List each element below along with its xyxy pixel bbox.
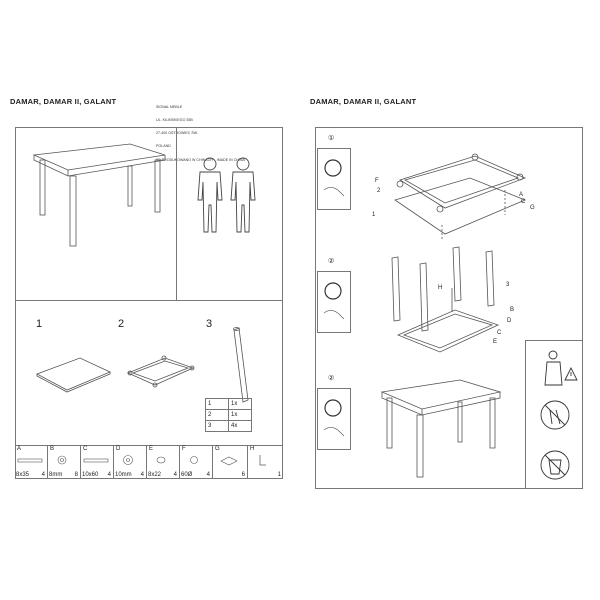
part-label: 3 [206,318,213,330]
callout-label: 2 [377,188,381,194]
bracket-icon [220,456,238,466]
tool-tile [317,388,351,450]
divider [15,300,283,301]
right-page-title: DAMAR, DAMAR II, GALANT [310,97,417,106]
step-number: ② [328,375,335,382]
callout-label: F [375,178,379,184]
washer-icon [123,455,133,465]
hardware-item: C 10x60 4 [81,445,114,479]
callout-label: D [507,318,512,324]
recycle-bin-icon [540,450,570,480]
foot-pad-icon [190,456,198,464]
callout-label: C [497,330,502,336]
callout-label: H [438,285,443,291]
divider [176,127,177,300]
callout-label: E [493,339,498,345]
hardware-item: D 10mm 4 [114,445,147,479]
callout-label: 1 [372,212,376,218]
callout-label: B [510,307,515,313]
hardware-item: G 6 [213,445,248,479]
hardware-item: A 8x35 4 [15,445,48,479]
part-label: 1 [36,318,43,330]
callout-label: C [521,199,526,205]
callout-label: 3 [506,282,510,288]
divider [15,445,283,446]
screw-icon [17,458,43,463]
climb-warning-icon [544,350,578,386]
hardware-item: H 1 [250,446,281,478]
left-page-frame [15,127,283,479]
tool-tile [317,148,351,210]
allen-key-icon [259,455,266,466]
step-number: ① [328,135,335,142]
step-number: ② [328,258,335,265]
no-stand-on-table-icon [540,400,570,430]
right-page-frame [315,127,583,489]
hardware-list: A 8x35 4 B 8mm 8 C 10x60 4 D 10mm 4 E 8x… [15,445,283,479]
left-page-title: DAMAR, DAMAR II, GALANT [10,97,117,106]
washer-icon [57,455,67,465]
cap-icon [156,456,166,464]
bolt-icon [83,458,109,463]
callout-label: G [530,205,535,211]
part-label: 2 [118,318,125,330]
divider [525,340,526,489]
hardware-item: E 8x22 4 [147,445,180,479]
divider [525,340,583,341]
hardware-item: F 60Ø 4 [180,445,213,479]
hardware-item: B 8mm 8 [48,445,81,479]
tool-tile [317,271,351,333]
callout-label: A [519,192,524,198]
